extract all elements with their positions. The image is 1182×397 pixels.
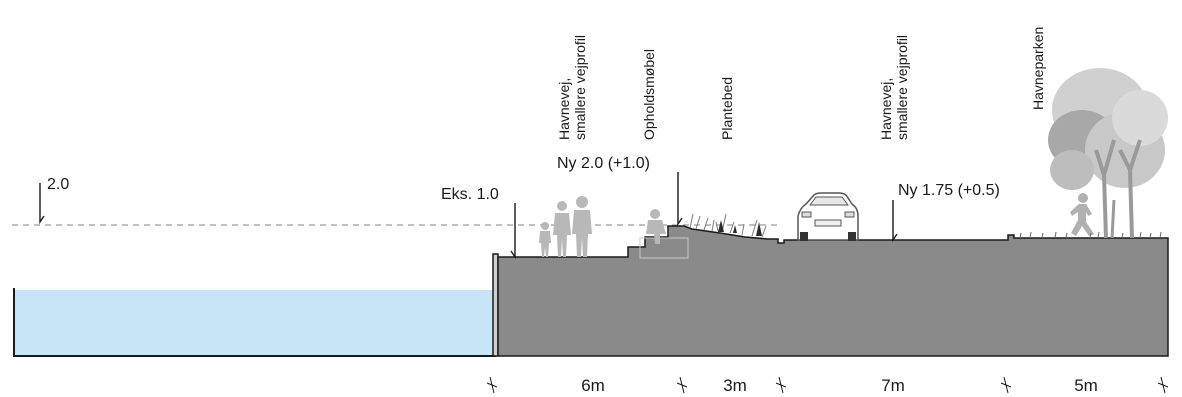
level-markers [39, 172, 898, 260]
dimension-label-7m: 7m [881, 376, 905, 395]
people-silhouettes [539, 196, 666, 257]
stair-outline [639, 237, 689, 259]
park-grass [1019, 231, 1162, 239]
zone-label-havnevej-1: Havnevej,smallere vejprofil [556, 34, 588, 140]
zone-label-havnevej-2: Havnevej,smallere vejprofil [878, 34, 910, 140]
water-body [14, 290, 494, 356]
zone-label-plantebed: Plantebed [719, 76, 735, 140]
car-icon [797, 192, 859, 241]
zone-label-havneparken: Havneparken [1030, 26, 1046, 110]
level-label-new-quay: Ny 2.0 (+1.0) [557, 155, 650, 172]
ground-profile [497, 225, 1169, 357]
plant-silhouettes [689, 213, 767, 238]
dimension-label-6m: 6m [581, 376, 605, 395]
dimension-ticks [486, 376, 1169, 394]
runner-silhouette [1070, 193, 1094, 236]
dimension-label-5m: 5m [1074, 376, 1098, 395]
tree-icon [1048, 68, 1168, 239]
level-label-existing: Eks. 1.0 [441, 186, 499, 203]
level-label-water: 2.0 [47, 176, 70, 193]
dimension-label-3m: 3m [723, 376, 747, 395]
zone-label-opholdsmobel: Opholdsmøbel [641, 48, 657, 140]
level-label-new-road: Ny 1.75 (+0.5) [898, 182, 1000, 199]
plant-dark-tufts [718, 220, 762, 236]
